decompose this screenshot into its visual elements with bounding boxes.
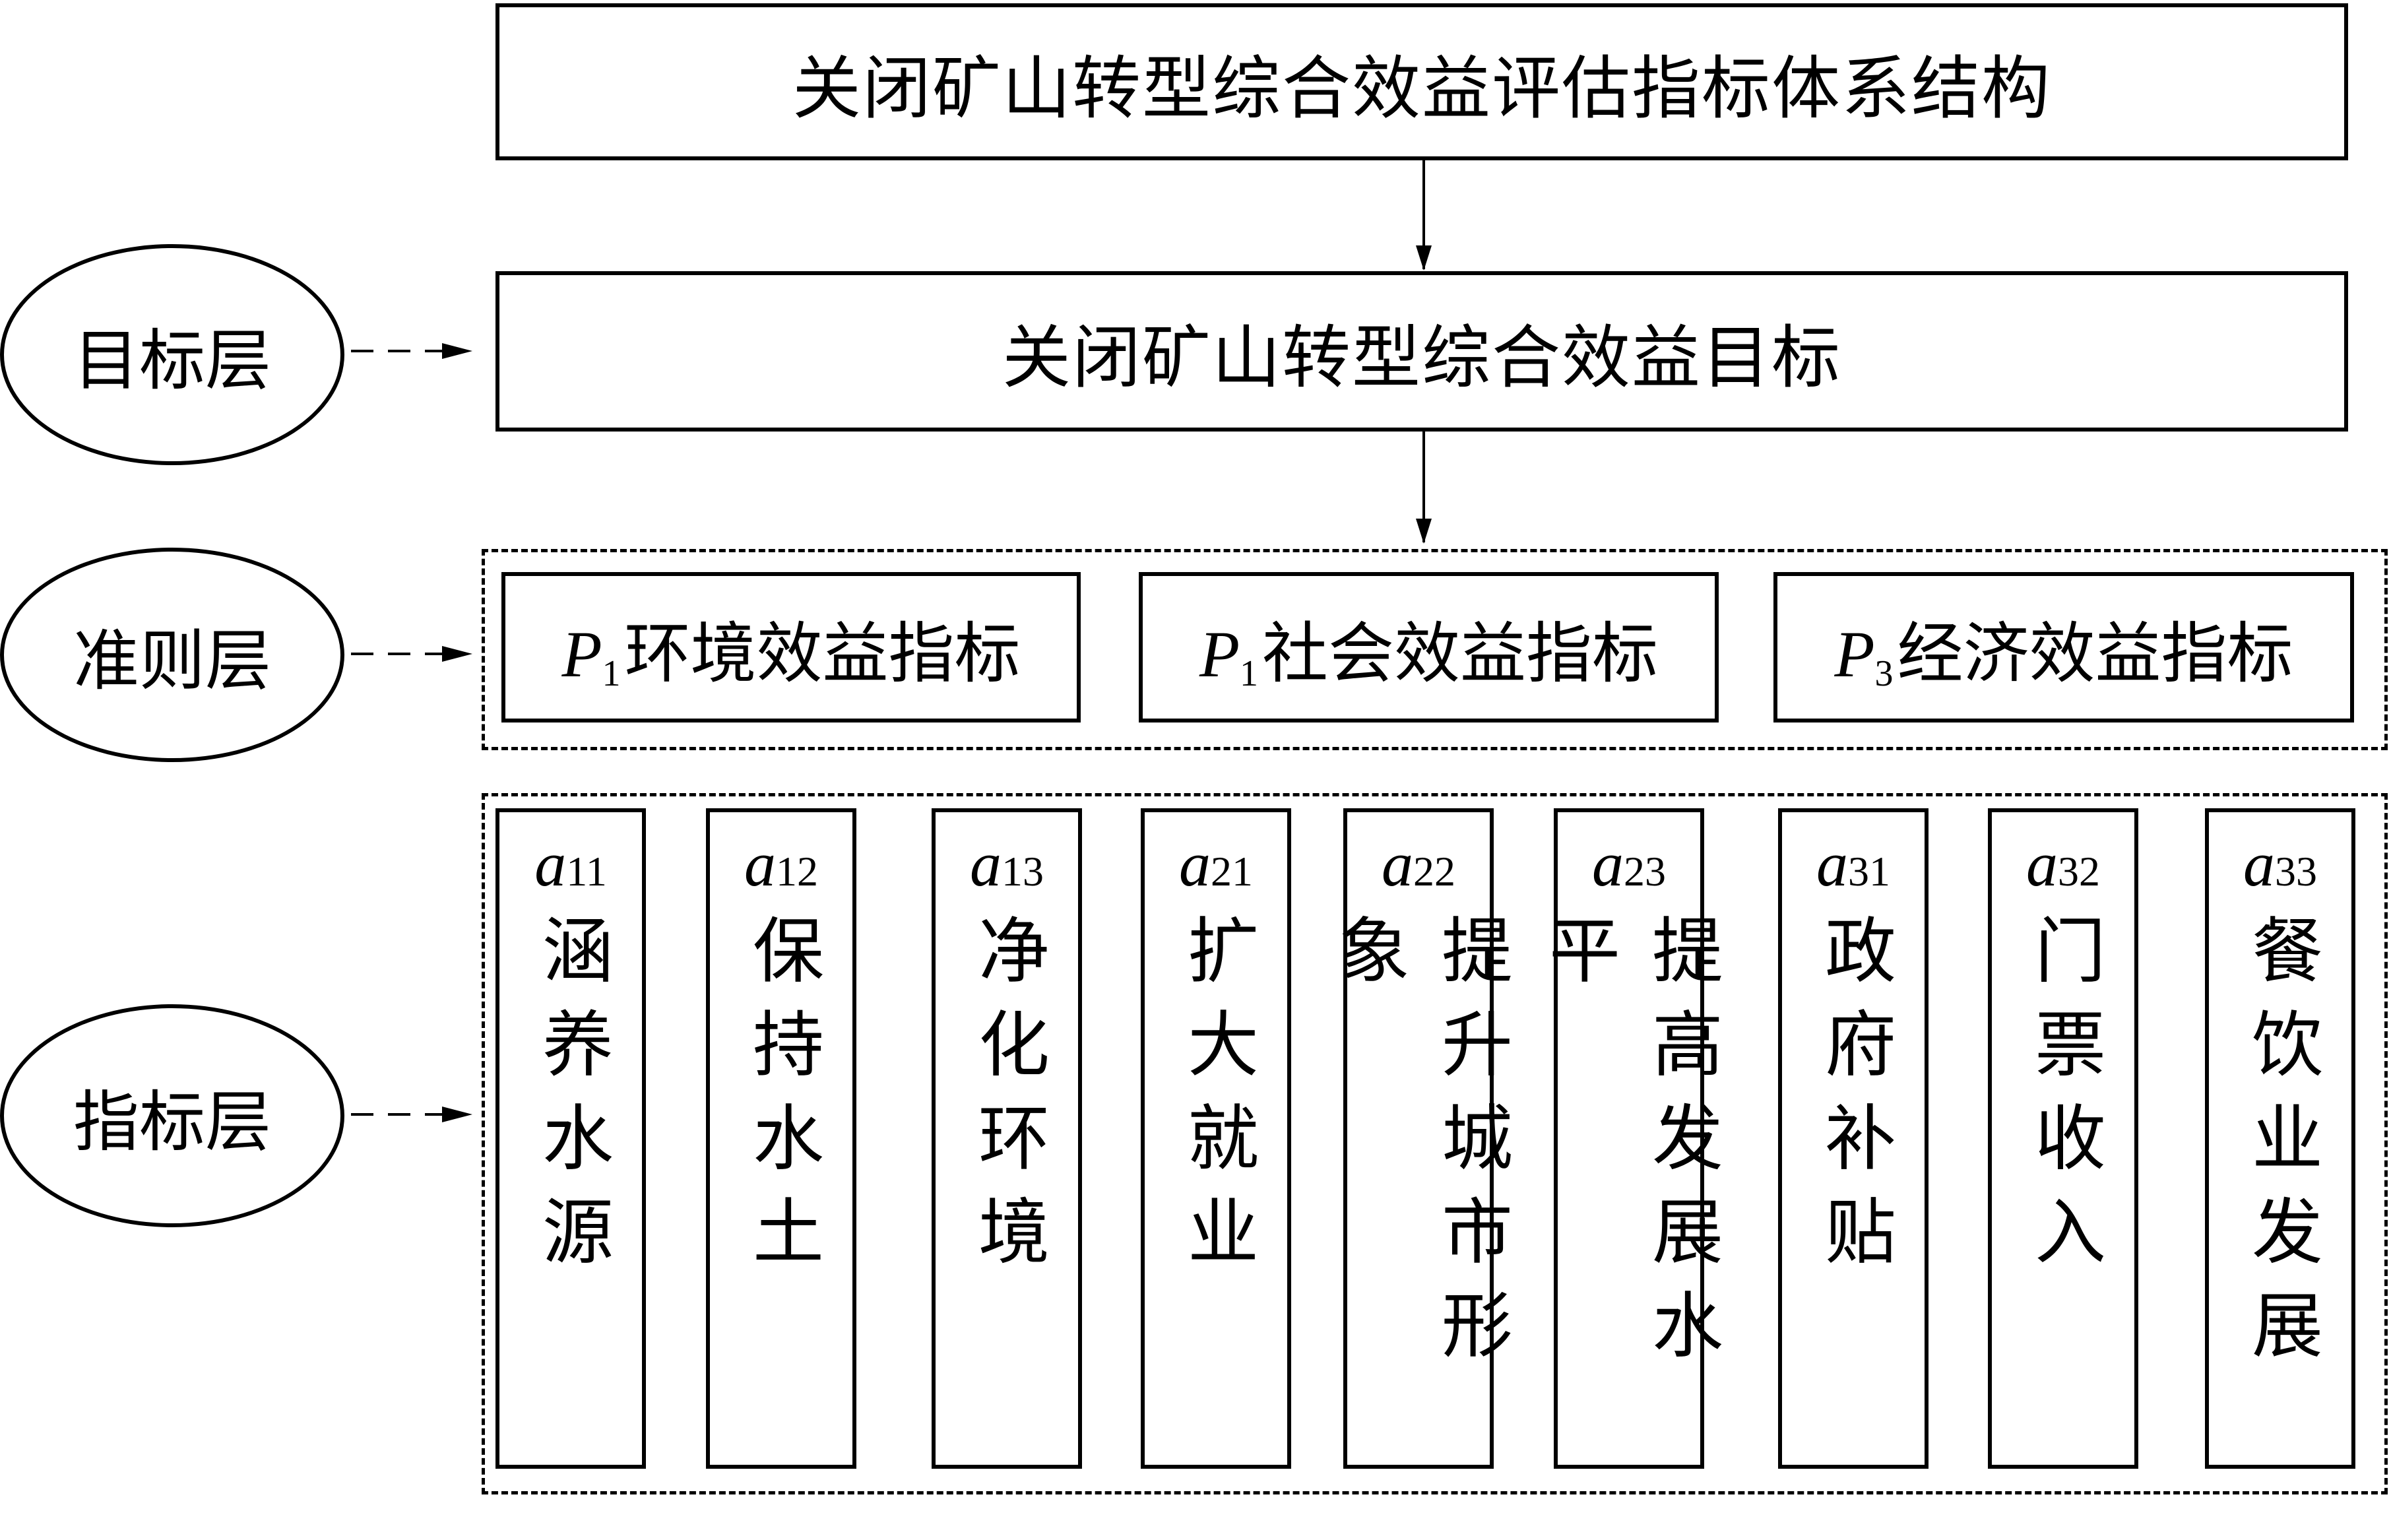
indicator-layer-ellipse: 指标层 [0,1004,344,1227]
indicator-box-a22: a22 提升城市形象 [1328,808,1510,1469]
indicator-subscript: 11 [566,848,607,895]
goal-layer-ellipse: 目标层 [0,244,344,465]
indicator-symbol: a [1592,829,1624,899]
indicator-box-a21: a21 扩大就业 [1141,808,1291,1469]
indicator-layer-label: 指标层 [73,1085,271,1159]
indicator-box-a33: a33 餐饮业发展 [2205,808,2355,1469]
indicator-subscript: 12 [776,848,818,895]
indicator-symbol: a [2026,829,2058,899]
indicator-symbol: a [1179,829,1211,899]
indicator-label: 门票收入 [2024,913,2103,1288]
criteria-layer-label: 准则层 [73,625,271,698]
indicator-symbol: a [1382,829,1413,899]
indicator-symbol: a [1816,829,1848,899]
criteria-label: 经济效益指标 [1897,617,2293,691]
criteria-box-social: P1社会效益指标 [1139,572,1719,722]
indicator-box-a12: a12 保持水土 [706,808,856,1469]
criteria-label: 环境效益指标 [624,617,1021,691]
diagram-title: 关闭矿山转型综合效益评估指标体系结构 [792,51,2051,127]
indicator-label: 提升城市形象 [1328,913,1510,1382]
indicator-box-a32: a32 门票收入 [1988,808,2138,1469]
indicator-box-a13: a13 净化环境 [932,808,1082,1469]
indicator-subscript: 33 [2275,848,2317,895]
indicator-label: 保持水土 [742,913,821,1288]
indicator-label: 涵养水源 [532,913,610,1288]
indicator-subscript: 23 [1624,848,1666,895]
criteria-symbol: P [1834,617,1875,691]
criteria-label: 社会效益指标 [1262,617,1659,691]
indicator-label: 餐饮业发展 [2241,913,2320,1382]
indicator-subscript: 32 [2058,848,2100,895]
indicator-label: 政府补贴 [1814,913,1893,1288]
criteria-symbol: P [1199,617,1240,691]
indicator-subscript: 22 [1413,848,1455,895]
criteria-group-border [482,549,2388,750]
indicator-box-a31: a31 政府补贴 [1778,808,1929,1469]
indicator-symbol: a [534,829,567,899]
indicator-symbol: a [744,829,776,899]
indicator-group-border [482,793,2388,1494]
indicator-subscript: 13 [1002,848,1044,895]
indicator-label: 净化环境 [968,913,1046,1288]
indicator-box-a11: a11 涵养水源 [495,808,646,1469]
title-box: 关闭矿山转型综合效益评估指标体系结构 [495,3,2348,160]
goal-label: 关闭矿山转型综合效益目标 [1002,321,1841,397]
indicator-symbol: a [970,829,1002,899]
criteria-box-economic: P3经济效益指标 [1773,572,2354,722]
indicator-box-a23: a23 提高发展水平 [1539,808,1720,1469]
indicator-label: 提高发展水平 [1539,913,1720,1382]
criteria-box-environment: P1环境效益指标 [501,572,1081,722]
criteria-layer-ellipse: 准则层 [0,548,344,762]
indicator-label: 扩大就业 [1177,913,1256,1288]
indicator-subscript: 31 [1848,848,1890,895]
criteria-subscript: 3 [1874,653,1894,694]
criteria-subscript: 1 [602,653,621,694]
criteria-symbol: P [561,617,602,691]
indicator-symbol: a [2243,829,2275,899]
goal-box: 关闭矿山转型综合效益目标 [495,271,2348,432]
goal-layer-label: 目标层 [73,325,271,398]
indicator-subscript: 21 [1211,848,1253,895]
criteria-subscript: 1 [1240,653,1259,694]
